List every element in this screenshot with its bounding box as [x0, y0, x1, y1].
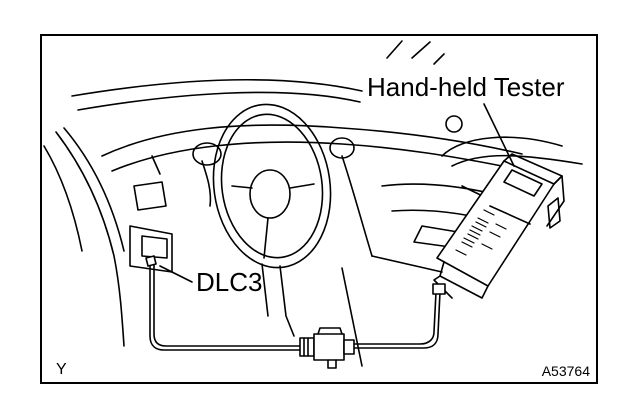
steering-wheel — [212, 103, 332, 337]
tester-plug — [432, 283, 446, 295]
diagram-frame: Hand-held Tester DLC3 Y A53764 — [40, 34, 598, 384]
dlc3-label: DLC3 — [196, 267, 263, 297]
corner-label: Y — [56, 361, 67, 378]
inline-connector — [299, 327, 355, 369]
tester-keypad — [455, 209, 507, 256]
tester-label: Hand-held Tester — [367, 72, 565, 102]
tester-device — [433, 153, 565, 299]
dlc3-pointer — [145, 255, 193, 283]
figure-id-label: A53764 — [541, 363, 590, 379]
windshield-lines — [71, 40, 445, 111]
illustration — [43, 40, 583, 369]
dashboard — [101, 124, 523, 273]
a-pillar — [43, 127, 125, 347]
tester-pointer — [483, 103, 515, 167]
diagnostic-cable — [149, 261, 441, 351]
